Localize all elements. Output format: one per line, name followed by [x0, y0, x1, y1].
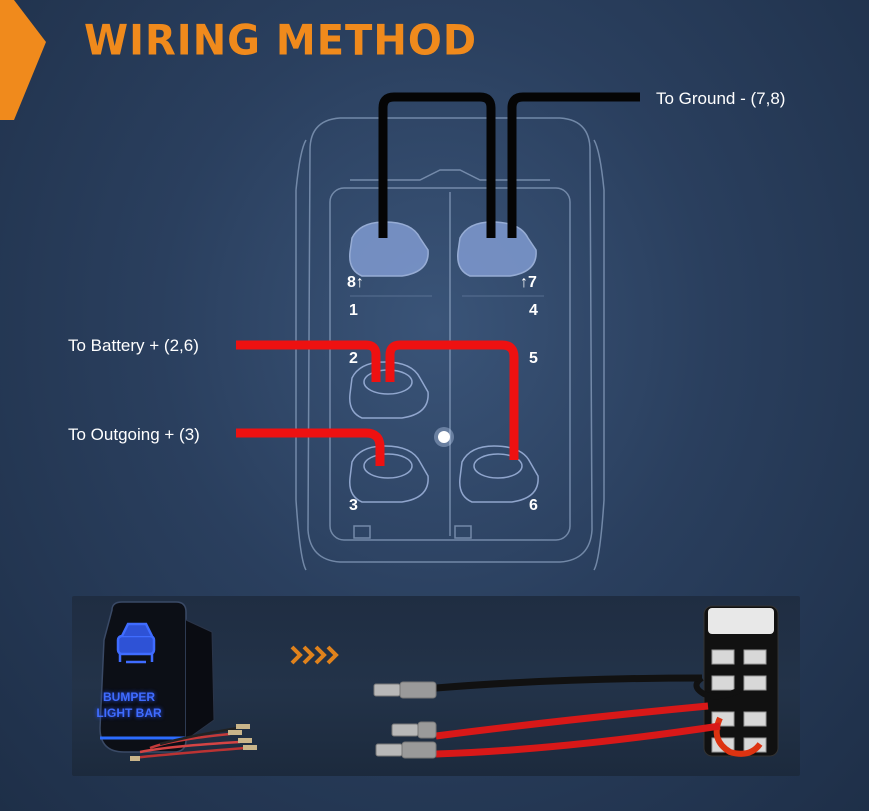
switch-wiring-diagram — [236, 92, 640, 571]
battery-wires — [236, 340, 519, 460]
ground-wires — [378, 92, 640, 238]
center-led — [434, 427, 454, 447]
rocker-switch-back — [693, 605, 779, 757]
pin-1-label: 1 — [349, 302, 358, 319]
pin-6-label: 6 — [529, 497, 538, 514]
pin-3-label: 3 — [349, 497, 358, 514]
corner-flag-decoration — [0, 0, 46, 120]
outgoing-label: To Outgoing + (3) — [68, 425, 200, 444]
ground-label: To Ground - (7,8) — [656, 89, 786, 108]
switch-outline — [295, 117, 605, 571]
rocker-label-line2: LIGHT BAR — [96, 706, 162, 720]
pin-5-label: 5 — [529, 350, 538, 367]
connection-wires — [435, 674, 721, 758]
vehicle-icon — [116, 622, 156, 664]
pin-8-label: 8↑ — [347, 274, 364, 291]
terminal-6 — [459, 445, 539, 503]
page-title: WIRING METHOD — [84, 16, 478, 66]
rocker-switch-front — [99, 601, 257, 761]
outgoing-wire — [236, 428, 385, 466]
pin-2-label: 2 — [349, 350, 358, 367]
pin-7-label: ↑7 — [520, 274, 537, 291]
battery-label: To Battery + (2,6) — [68, 336, 199, 355]
spade-terminals — [373, 681, 437, 759]
rocker-label-line1: BUMPER — [102, 690, 155, 704]
pin-4-label: 4 — [529, 302, 538, 319]
arrow-right-icon — [290, 645, 339, 665]
terminal-3 — [349, 445, 429, 503]
terminal-8 — [349, 221, 429, 277]
